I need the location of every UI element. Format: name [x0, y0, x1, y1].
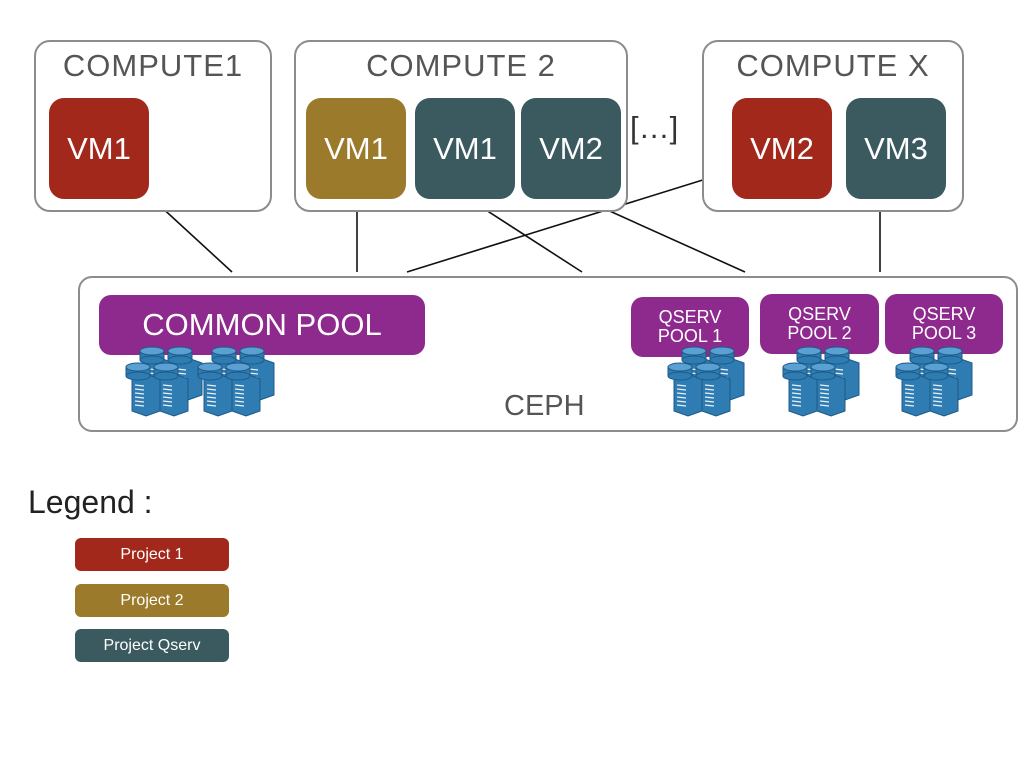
legend-item-project-qserv: Project Qserv [75, 629, 229, 662]
qserv-pool-2[interactable]: QSERV POOL 2 [760, 294, 879, 354]
common-pool-label: COMMON POOL [142, 306, 382, 342]
link-compute2-qserv-vm2-pool2 [593, 203, 746, 273]
legend-title: Legend : [28, 484, 153, 520]
vm-label: VM3 [864, 130, 928, 166]
compute-title: COMPUTE 2 [366, 48, 556, 83]
legend-item-project1: Project 1 [75, 538, 229, 571]
server-icon [153, 362, 189, 417]
server-icon [695, 362, 731, 417]
server-cluster-pool2-icon [782, 346, 860, 417]
server-icon [225, 362, 261, 417]
link-computex-vm2-common [406, 173, 723, 273]
compute-title: COMPUTE X [736, 48, 930, 83]
server-icon [125, 362, 161, 417]
link-compute2-qserv-vm1-pool1 [471, 200, 583, 273]
qserv-pool-label: QSERV POOL 3 [911, 304, 977, 343]
vm-label: VM2 [750, 130, 814, 166]
server-cluster-pool1-icon [667, 346, 745, 417]
compute-title: COMPUTE1 [62, 48, 244, 83]
ceph-label: CEPH [504, 390, 585, 422]
server-cluster-pool3-icon [895, 346, 973, 417]
server-icon [895, 362, 931, 417]
vm-label: VM1 [433, 130, 497, 166]
vm-computex-vm2-project1[interactable]: VM2 [732, 98, 832, 199]
vm-label: VM1 [67, 130, 131, 166]
vm-compute2-vm1-project2[interactable]: VM1 [306, 98, 406, 199]
legend-item-project2: Project 2 [75, 584, 229, 617]
link-compute1-vm1-common [157, 203, 233, 273]
legend-label: Project 2 [120, 591, 184, 609]
qserv-pool-label: QSERV POOL 1 [657, 307, 723, 346]
vm-label: VM2 [539, 130, 603, 166]
common-pool[interactable]: COMMON POOL [99, 295, 425, 355]
vm-computex-vm3-qserv[interactable]: VM3 [846, 98, 946, 199]
qserv-pool-label: QSERV POOL 2 [787, 304, 852, 343]
server-icon [782, 362, 818, 417]
server-icon [667, 362, 703, 417]
legend-label: Project 1 [120, 545, 184, 563]
vm-compute2-vm2-qserv[interactable]: VM2 [521, 98, 621, 199]
server-icon [923, 362, 959, 417]
vm-label: VM1 [324, 130, 388, 166]
more-computes-ellipsis: […] [630, 110, 679, 145]
vm-compute1-vm1[interactable]: VM1 [49, 98, 149, 199]
legend-label: Project Qserv [103, 636, 201, 654]
server-cluster-common-icon [125, 346, 275, 417]
vm-compute2-vm1-qserv[interactable]: VM1 [415, 98, 515, 199]
qserv-pool-3[interactable]: QSERV POOL 3 [885, 294, 1003, 354]
server-icon [810, 362, 846, 417]
